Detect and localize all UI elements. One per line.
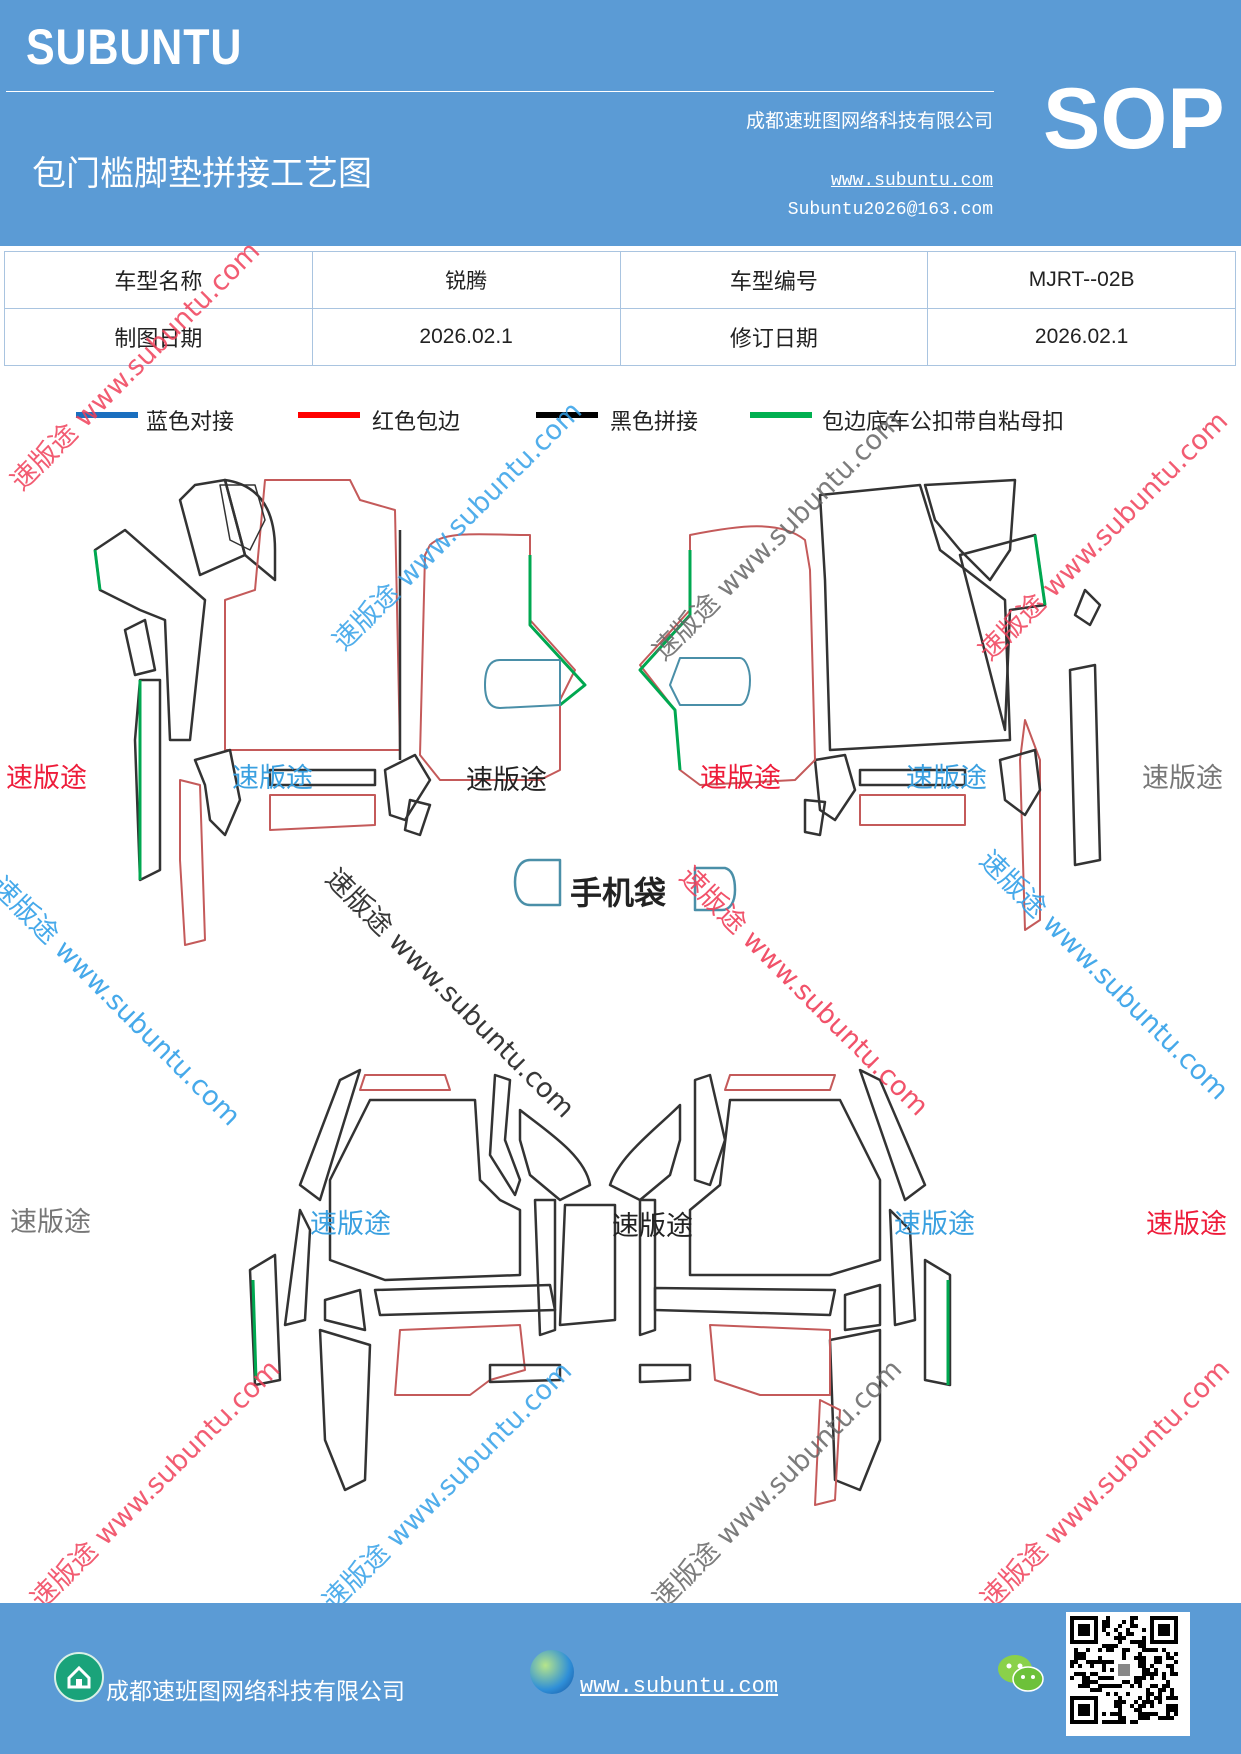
rear-right-mat-group (608, 1068, 952, 1506)
watermark-word: 速版途 (894, 1209, 975, 1240)
header-website-link[interactable]: www.subuntu.com (830, 171, 993, 191)
table-label-cell: 制图日期 (4, 308, 313, 366)
footer-website-link[interactable]: www.subuntu.com (580, 1674, 779, 1699)
table-value-cell: MJRT--02B (927, 251, 1236, 309)
watermark-word: 速版途 (1142, 763, 1223, 794)
globe-icon (530, 1650, 574, 1694)
header-company: 成都速班图网络科技有限公司 (745, 110, 993, 132)
front-right-mat-group (638, 478, 1102, 931)
footer-company: 成都速班图网络科技有限公司 (106, 1679, 405, 1705)
header-email: Subuntu2026@163.com (787, 200, 993, 220)
rear-left-mat-group (248, 1068, 617, 1492)
table-value-cell: 2026.02.1 (927, 308, 1236, 366)
page-title: 包门槛脚垫拼接工艺图 (32, 154, 372, 194)
brand-logo: SUBUNTU (26, 19, 243, 75)
front-left-mat-group (93, 478, 587, 946)
home-icon (54, 1652, 104, 1702)
watermark-word: 速版途 (232, 763, 313, 794)
legend-label-red: 红色包边 (372, 410, 461, 435)
watermark-word: 速版途 (1146, 1209, 1227, 1240)
legend-swatch-black (536, 412, 598, 418)
legend: 蓝色对接 红色包边 黑色拼接 包边底车公扣带自粘母扣 (0, 404, 1241, 444)
sop-badge: SOP (1043, 71, 1225, 167)
phone-pocket-label: 手机袋 (570, 874, 667, 912)
watermark-word: 速版途 (310, 1209, 391, 1240)
legend-label-blue: 蓝色对接 (146, 410, 235, 435)
table-label-cell: 修订日期 (619, 308, 929, 366)
header-divider (6, 91, 994, 92)
mat-pattern-drawing (93, 478, 1102, 1506)
legend-swatch-green (750, 412, 812, 418)
watermark-word: 速版途 (906, 763, 987, 794)
qr-code (1066, 1612, 1190, 1736)
watermark-word: 速版途 (612, 1211, 693, 1242)
legend-swatch-blue (76, 412, 138, 418)
phone-pocket-shape-left (513, 858, 562, 907)
legend-label-green: 包边底车公扣带自粘母扣 (822, 410, 1065, 435)
watermark-word: 速版途 (700, 763, 781, 794)
legend-swatch-red (298, 412, 360, 418)
watermark-word: 速版途 (10, 1207, 91, 1238)
watermark-word: 速版途 (6, 763, 87, 794)
header-banner: SUBUNTU 成都速班图网络科技有限公司 包门槛脚垫拼接工艺图 www.sub… (0, 0, 1241, 246)
table-label-cell: 车型编号 (619, 251, 929, 309)
table-value-cell: 2026.02.1 (311, 308, 621, 366)
legend-label-black: 黑色拼接 (610, 410, 699, 435)
phone-pocket-shape-right (693, 866, 737, 912)
wechat-icon (996, 1652, 1044, 1696)
watermark-word: 速版途 (466, 765, 547, 796)
table-label-cell: 车型名称 (4, 251, 313, 309)
table-value-cell: 锐腾 (311, 251, 621, 309)
